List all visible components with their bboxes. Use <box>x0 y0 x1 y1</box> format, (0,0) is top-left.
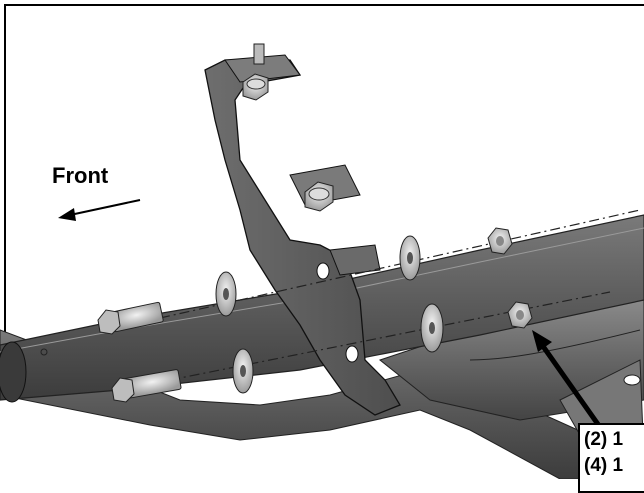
tube-hole <box>40 348 48 356</box>
diagram-drawing <box>0 4 644 479</box>
arrow-up-left-icon <box>532 330 605 432</box>
assembly-diagram: Front (2) 1 (4) 1 <box>0 4 644 493</box>
plate-slot <box>623 374 641 386</box>
tube-end-cap <box>0 341 27 403</box>
upper-left-bolt <box>97 301 164 335</box>
bracket-hole-lower <box>345 345 359 363</box>
cable <box>469 329 641 361</box>
callout-line-1: (2) 1 <box>584 429 624 450</box>
nut-1 <box>487 227 513 255</box>
callout-line-2: (4) 1 <box>584 455 624 476</box>
washer-2 <box>232 348 254 394</box>
nut-2 <box>507 301 533 329</box>
lower-frame-tube <box>0 329 644 479</box>
lower-left-bolt <box>111 369 182 403</box>
washer-1 <box>215 271 237 317</box>
washer-4 <box>420 303 444 353</box>
mid-bolt <box>304 181 334 212</box>
bracket-hole-upper <box>316 262 330 280</box>
callout-box: (2) 1 (4) 1 <box>578 423 644 493</box>
bracket-top-flange <box>224 54 301 83</box>
washer-3 <box>399 235 421 281</box>
top-bolt <box>242 43 269 101</box>
front-label: Front <box>52 163 109 188</box>
bracket-lower-tab <box>329 244 381 276</box>
arrow-left-icon <box>58 199 141 221</box>
